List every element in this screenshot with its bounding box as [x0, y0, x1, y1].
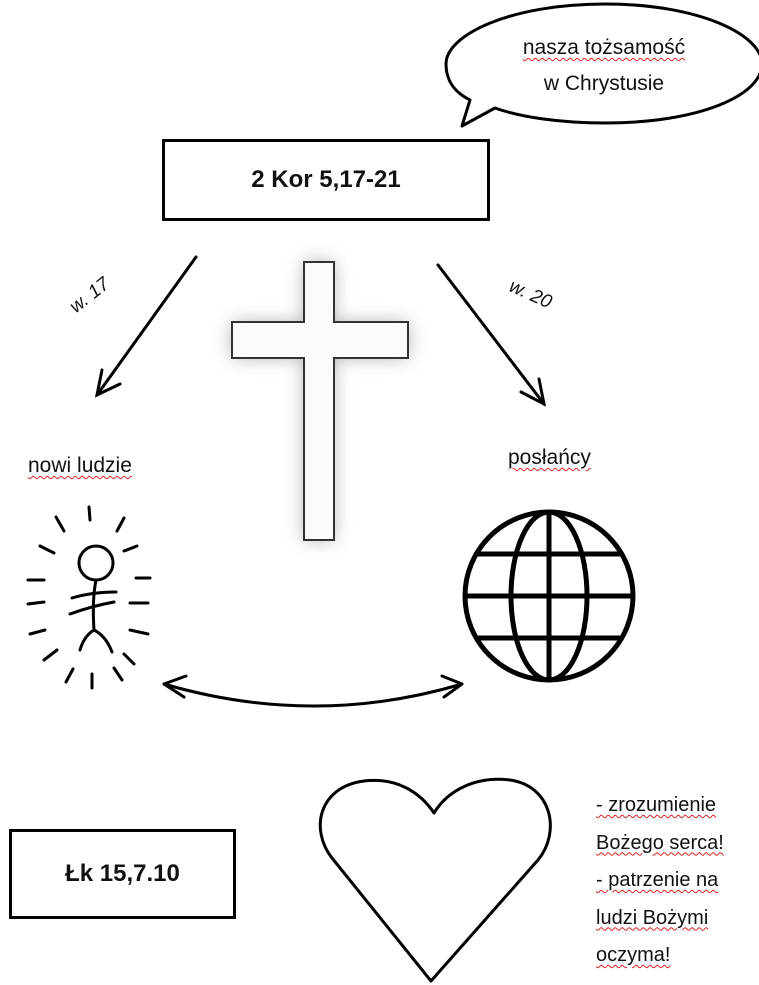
globe-icon	[462, 509, 636, 683]
bottom-reference-box: Łk 15,7.10	[9, 829, 236, 919]
bubble-line-1: nasza tożsamość	[522, 36, 686, 59]
new-person-icon	[26, 505, 152, 690]
cross-icon	[231, 261, 409, 541]
double-arrow	[162, 674, 464, 708]
arrow-right-down	[436, 263, 547, 407]
note-line-5: oczyma!	[596, 944, 671, 966]
note-line-4: ludzi Bożymi	[596, 906, 709, 929]
note-line-1: - zrozumienie	[596, 794, 717, 816]
right-branch-label: posłańcy	[508, 446, 591, 470]
main-reference-box: 2 Kor 5,17-21	[162, 139, 490, 221]
speech-bubble	[444, 2, 759, 128]
right-branch-text: posłańcy	[508, 446, 591, 469]
left-branch-text: nowi ludzie	[28, 454, 132, 477]
note-line-3: - patrzenie na	[596, 869, 719, 891]
note-line-2: Bożego serca!	[596, 831, 724, 854]
main-reference: 2 Kor 5,17-21	[251, 166, 401, 193]
left-branch-label: nowi ludzie	[28, 454, 132, 478]
bottom-reference: Łk 15,7.10	[65, 860, 180, 887]
heart-icon	[318, 777, 552, 983]
side-notes: - zrozumienie Bożego serca! - patrzenie …	[596, 787, 724, 975]
speech-bubble-text: nasza tożsamość w Chrystusie	[448, 30, 759, 102]
arrow-left-down	[94, 255, 198, 398]
bubble-line-2: w Chrystusie	[543, 72, 665, 95]
